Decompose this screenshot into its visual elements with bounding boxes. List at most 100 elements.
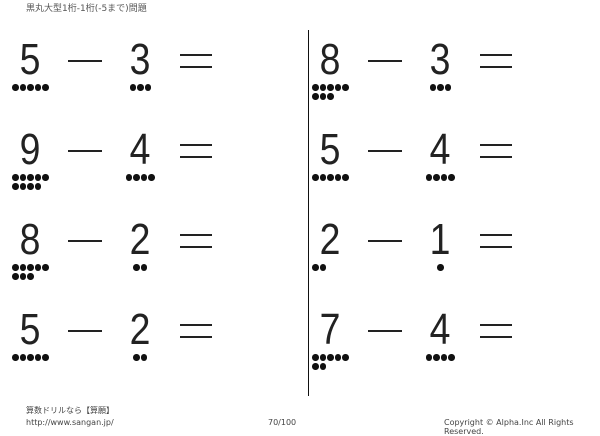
worksheet-title: 黒丸大型1桁-1桁(-5まで)問題 (26, 4, 147, 14)
dot (34, 354, 41, 361)
dot (27, 273, 34, 280)
dot (319, 264, 326, 271)
minuend: 5 (319, 125, 341, 174)
minus-sign (368, 240, 402, 242)
subtrahend: 2 (129, 305, 151, 354)
footer-copyright: Copyright © Alpha.Inc All Rights Reserve… (444, 418, 574, 436)
dot (34, 183, 41, 190)
dot (327, 84, 334, 91)
dot (440, 174, 448, 181)
minus-sign (368, 150, 402, 152)
dot (312, 84, 319, 91)
dot (34, 264, 41, 271)
dot (19, 183, 26, 190)
footer-url[interactable]: http://www.sangan.jp/ (26, 418, 114, 427)
dot (12, 354, 19, 361)
equals-sign (180, 234, 212, 236)
equals-sign (180, 66, 212, 68)
subtrahend: 1 (429, 215, 451, 264)
dot (440, 354, 448, 361)
column-divider (308, 30, 309, 396)
equals-sign (480, 156, 512, 158)
dot (327, 174, 334, 181)
counting-dots (12, 354, 52, 363)
equals-sign (480, 246, 512, 248)
dot (42, 354, 49, 361)
dot (34, 174, 41, 181)
dot (19, 354, 26, 361)
counting-dots (312, 264, 352, 273)
equals-sign (180, 324, 212, 326)
dot (12, 183, 19, 190)
minus-sign (68, 150, 102, 152)
dot (319, 93, 326, 100)
dot (334, 354, 341, 361)
dot (437, 264, 444, 271)
counting-dots (12, 84, 52, 93)
dot (42, 174, 49, 181)
dot (140, 354, 148, 361)
dot (19, 273, 26, 280)
dot (433, 354, 440, 361)
equals-sign (180, 54, 212, 56)
dot (27, 264, 34, 271)
dot (19, 174, 26, 181)
equals-sign (480, 144, 512, 146)
equals-sign (480, 234, 512, 236)
dot (312, 174, 319, 181)
dot (327, 354, 334, 361)
minuend: 5 (19, 305, 41, 354)
dot (312, 354, 319, 361)
dot (429, 84, 436, 91)
subtrahend: 3 (429, 35, 451, 84)
minuend: 2 (319, 215, 341, 264)
minus-sign (68, 60, 102, 62)
equals-sign (180, 336, 212, 338)
counting-dots (12, 174, 52, 192)
dot (140, 264, 148, 271)
dot (133, 264, 140, 271)
dot (27, 354, 34, 361)
counting-dots (312, 354, 352, 372)
counting-dots (133, 264, 173, 273)
equals-sign (480, 324, 512, 326)
counting-dots (429, 84, 470, 93)
footer-brand: 算数ドリルなら【算願】 (26, 406, 114, 415)
subtrahend: 3 (129, 35, 151, 84)
dot (433, 174, 440, 181)
dot (129, 84, 136, 91)
equals-sign (480, 336, 512, 338)
counting-dots (133, 354, 173, 363)
equals-sign (180, 156, 212, 158)
dot (334, 174, 341, 181)
dot (12, 264, 19, 271)
counting-dots (425, 354, 466, 363)
dot (12, 273, 19, 280)
dot (140, 174, 148, 181)
dot (148, 174, 155, 181)
dot (125, 174, 133, 181)
subtrahend: 4 (129, 125, 151, 174)
dot (342, 174, 349, 181)
dot (27, 183, 34, 190)
equals-sign (180, 144, 212, 146)
dot (319, 84, 326, 91)
dot (12, 174, 19, 181)
subtrahend: 2 (129, 215, 151, 264)
page-number: 70/100 (268, 418, 297, 427)
minus-sign (68, 330, 102, 332)
dot (327, 93, 334, 100)
dot (312, 264, 319, 271)
counting-dots (425, 174, 466, 183)
dot (27, 174, 34, 181)
counting-dots (312, 174, 352, 183)
subtrahend: 4 (429, 305, 451, 354)
subtrahend: 4 (429, 125, 451, 174)
minuend: 5 (19, 35, 41, 84)
